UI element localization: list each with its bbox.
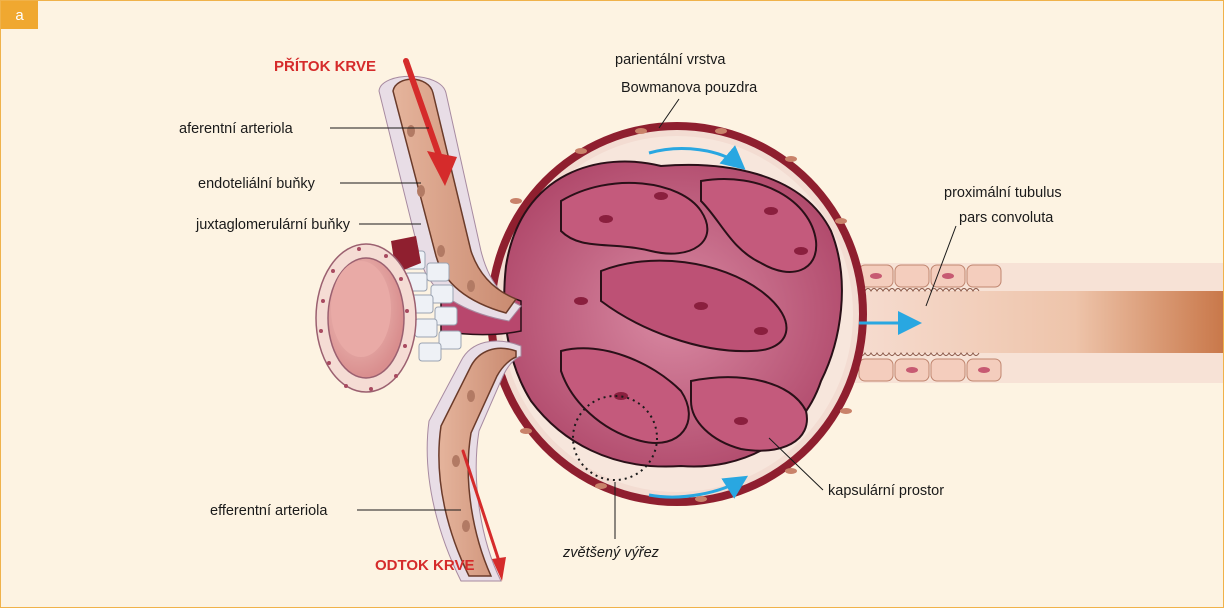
inflow-label: PŘÍTOK KRVE [274, 57, 376, 75]
outflow-label: ODTOK KRVE [375, 557, 474, 574]
label-capsular-space: kapsulární prostor [828, 483, 944, 499]
label-juxtaglomerular: juxtaglomerulární buňky [195, 217, 351, 233]
macula-densa [316, 244, 416, 392]
label-proximal-2: pars convoluta [959, 210, 1054, 226]
label-afferent: aferentní arteriola [179, 121, 294, 137]
label-endothelial: endoteliální buňky [198, 176, 316, 192]
label-proximal-1: proximální tubulus [944, 185, 1062, 201]
label-parietal-2: Bowmanova pouzdra [621, 80, 758, 96]
label-zoom-cutout: zvětšený výřez [562, 545, 660, 561]
label-efferent: efferentní arteriola [210, 503, 328, 519]
label-parietal-1: parientální vrstva [615, 52, 726, 68]
